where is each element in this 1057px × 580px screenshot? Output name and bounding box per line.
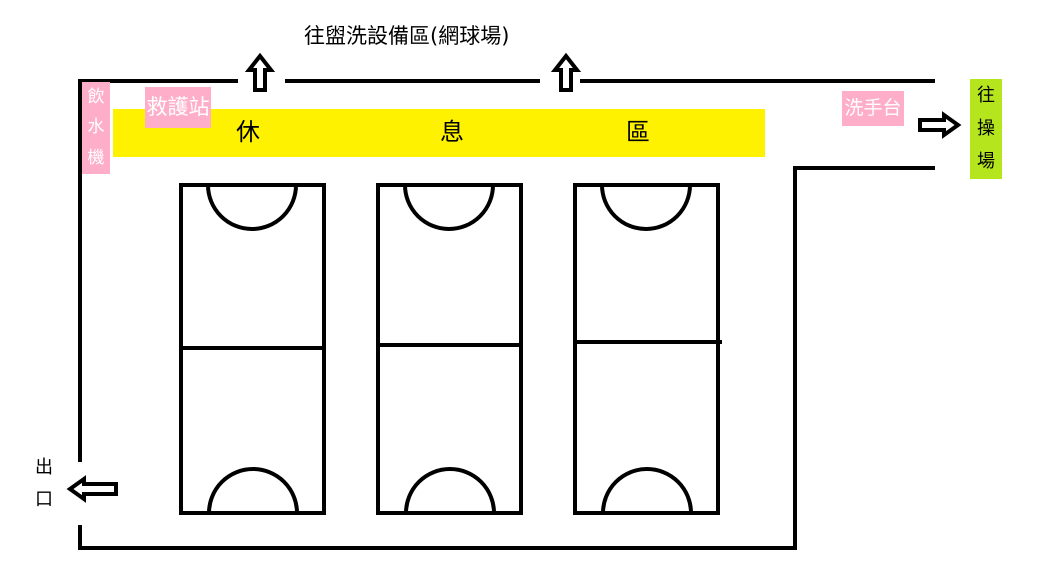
exit-char-2: 口 <box>35 489 53 510</box>
rest-area-char-1: 休 <box>236 118 260 146</box>
exit-char-1: 出 <box>35 457 53 478</box>
court-2 <box>376 183 523 515</box>
arrow-right-icon <box>918 111 962 139</box>
arrow-up-icon <box>244 52 276 92</box>
arrow-left-icon <box>66 475 118 503</box>
rest-area-zone <box>113 109 765 157</box>
water-fountain-char: 機 <box>87 148 105 169</box>
sink-label: 洗手台 <box>842 91 904 126</box>
rest-area-char-3: 區 <box>626 118 650 146</box>
court-1 <box>179 183 326 515</box>
to-playground-char: 操 <box>977 117 995 139</box>
court-3 <box>573 183 722 515</box>
first-aid-label: 救護站 <box>145 87 211 128</box>
water-fountain-char: 飲 <box>87 86 105 107</box>
water-fountain-char: 水 <box>87 117 105 138</box>
walls <box>78 79 935 550</box>
courts <box>179 183 722 515</box>
to-playground-char: 場 <box>977 151 995 173</box>
to-playground-char: 往 <box>977 84 995 106</box>
to-playground-label: 往 操 場 <box>970 79 1002 179</box>
rest-area-char-2: 息 <box>440 118 464 146</box>
arrow-up-icon <box>550 52 582 92</box>
title-to-restrooms: 往盥洗設備區(網球場) <box>304 24 510 48</box>
water-fountain-label: 飲 水 機 <box>82 82 110 174</box>
